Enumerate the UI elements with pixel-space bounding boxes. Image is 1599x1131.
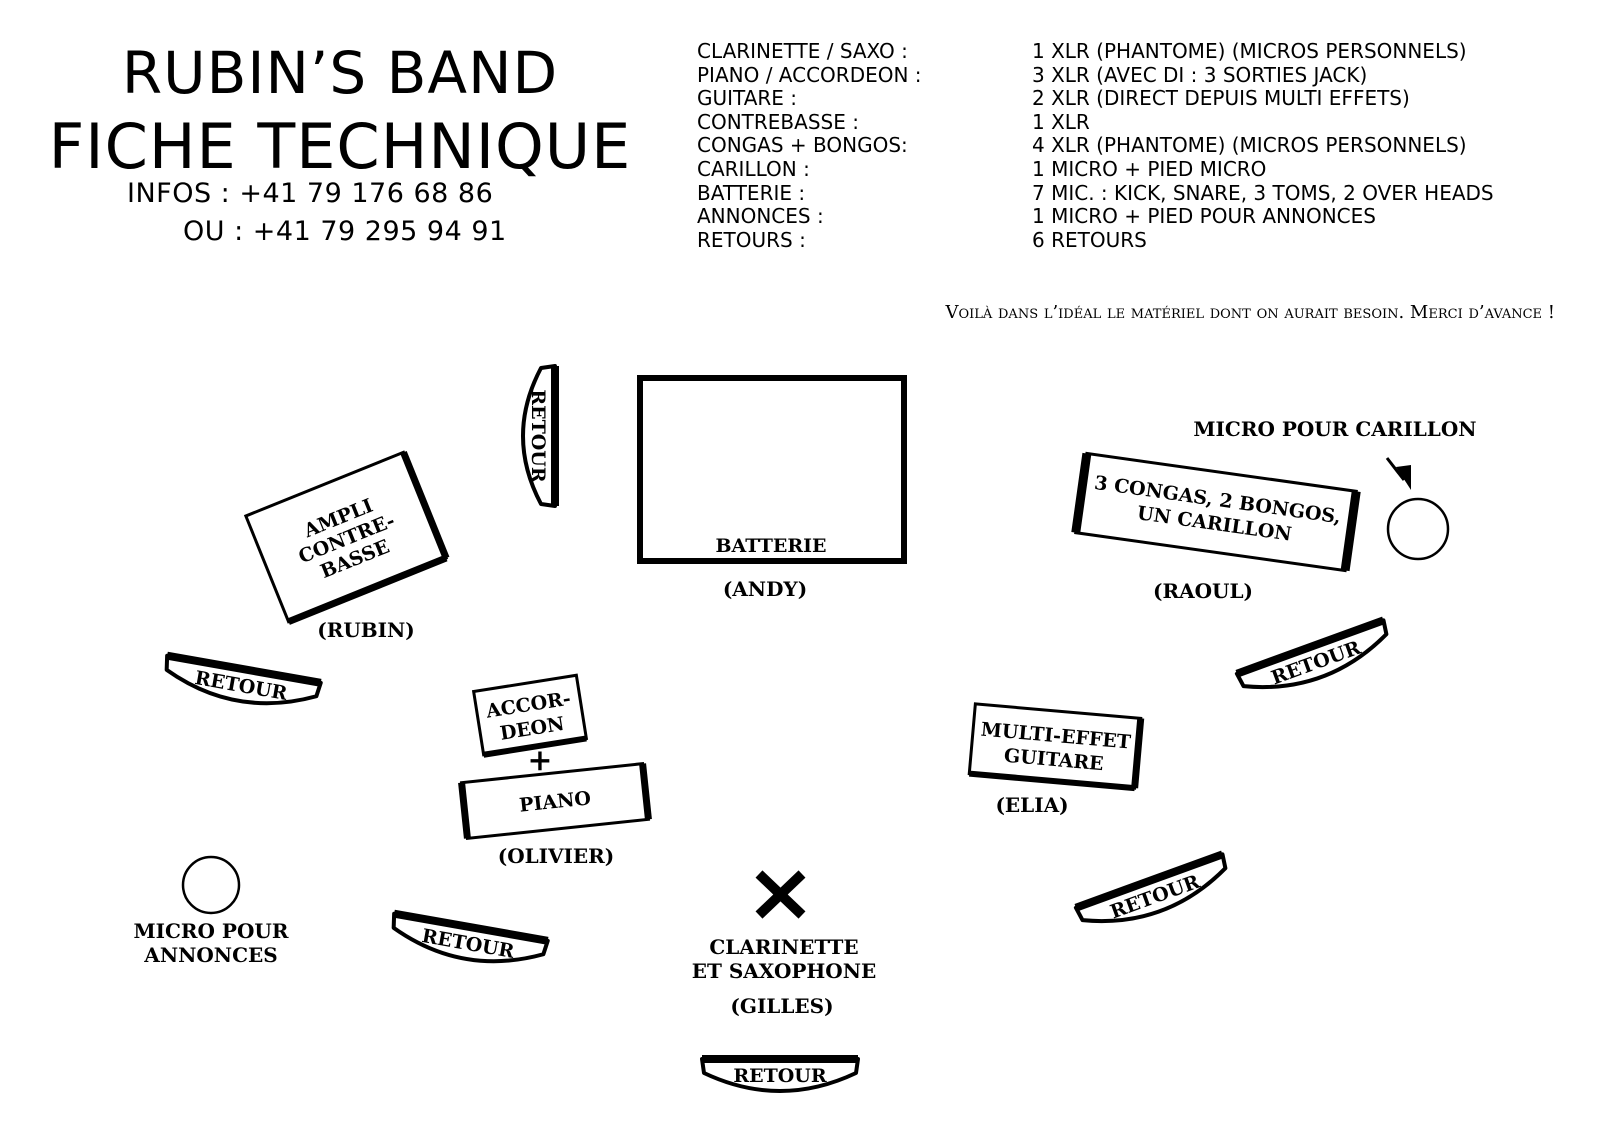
monitor-wedge: RETOUR <box>164 651 323 706</box>
spec-instrument: ANNONCES : <box>697 204 824 229</box>
spec-instrument: RETOURS : <box>697 227 806 252</box>
drum-kit: BATTERIE <box>637 375 907 564</box>
spec-instrument: CLARINETTE / SAXO : <box>697 39 908 63</box>
percussion-set: 3 CONGAS, 2 BONGOS, UN CARILLON <box>1071 451 1361 573</box>
monitor-wedge: RETOUR <box>1073 850 1228 923</box>
cross-mark-icon <box>755 870 806 919</box>
bassist-name: (RUBIN) <box>317 618 415 642</box>
spec-need: 6 RETOURS <box>1032 227 1147 252</box>
guitarist-name: (ELIA) <box>995 793 1068 817</box>
spec-need: 1 MICRO + PIED MICRO <box>1032 156 1267 181</box>
spec-instrument-column: CLARINETTE / SAXO : PIANO / ACCORDEON : … <box>697 39 922 252</box>
spec-need: 7 MIC. : KICK, SNARE, 3 TOMS, 2 OVER HEA… <box>1032 180 1494 205</box>
spec-instrument: CARILLON : <box>697 156 810 181</box>
contact-info-primary: INFOS : +41 79 176 68 86 <box>127 178 494 209</box>
carillon-mic-label: MICRO POUR CARILLON <box>1193 417 1476 441</box>
spec-need: 2 XLR (DIRECT DEPUIS MULTI EFFETS) <box>1032 86 1410 111</box>
amp-box-edge <box>400 450 450 560</box>
arrow-down-icon <box>1385 457 1411 490</box>
accordion-box-edge <box>483 735 587 758</box>
band-name-title: RUBIN’S BAND <box>121 39 559 107</box>
monitor-wedge: RETOUR <box>391 909 550 964</box>
spec-need: 1 XLR <box>1032 109 1090 134</box>
spec-need: 3 XLR (AVEC DI : 3 SORTIES JACK) <box>1032 62 1368 87</box>
piano-box-edge <box>458 782 471 839</box>
drummer-name: (ANDY) <box>723 577 807 601</box>
monitor-wedge: RETOUR <box>521 364 559 508</box>
drum-kit-label: BATTERIE <box>715 535 826 557</box>
accordion: ACCOR- DEON <box>471 673 589 758</box>
spec-instrument: CONGAS + BONGOS: <box>697 133 908 158</box>
multi-effect-box-edge <box>1131 718 1145 789</box>
guitar-multi-effect: MULTI-EFFET GUITARE <box>967 702 1145 792</box>
announcement-mic-label-line2: ANNONCES <box>143 943 277 967</box>
monitor-wedge: RETOUR <box>1234 616 1389 689</box>
contact-info-secondary: OU : +41 79 295 94 91 <box>183 216 507 247</box>
monitor-label: RETOUR <box>733 1065 827 1087</box>
carillon-microphone <box>1386 497 1450 561</box>
spec-instrument: PIANO / ACCORDEON : <box>697 62 922 87</box>
spec-instrument: GUITARE : <box>697 86 798 111</box>
percussionist-name: (RAOUL) <box>1153 579 1253 603</box>
spec-need: 4 XLR (PHANTOME) (MICROS PERSONNELS) <box>1032 133 1467 158</box>
percussion-box-edge <box>1340 490 1361 572</box>
pianist-name: (OLIVIER) <box>498 844 615 868</box>
closing-note: Voilà dans l’idéal le matériel dont on a… <box>945 302 1555 323</box>
spec-instrument: BATTERIE : <box>697 180 806 205</box>
spec-need: 1 XLR (PHANTOME) (MICROS PERSONNELS) <box>1032 39 1467 63</box>
spec-need-column: 1 XLR (PHANTOME) (MICROS PERSONNELS) 3 X… <box>1032 39 1494 252</box>
monitor-label: RETOUR <box>527 389 549 483</box>
amp-box-edge <box>287 554 448 625</box>
spec-instrument: CONTREBASSE : <box>697 109 859 134</box>
drum-kit-box <box>637 375 907 564</box>
monitor-wedge: RETOUR <box>700 1055 860 1093</box>
spec-need: 1 MICRO + PIED POUR ANNONCES <box>1032 204 1376 229</box>
clarinet-label-line1: CLARINETTE <box>709 935 858 959</box>
document-title: FICHE TECHNIQUE <box>48 110 632 183</box>
announcement-mic-label-line1: MICRO POUR <box>134 919 289 943</box>
clarinetist-name: (GILLES) <box>730 994 833 1018</box>
multi-effect-box-edge <box>969 770 1135 792</box>
clarinet-label-line2: ET SAXOPHONE <box>692 959 877 983</box>
piano: PIANO <box>458 761 652 841</box>
piano-box-edge <box>639 763 652 820</box>
percussion-box-edge <box>1071 452 1092 534</box>
double-bass-amp: AMPLI CONTRE- BASSE <box>243 450 450 625</box>
announcement-microphone <box>181 855 241 915</box>
